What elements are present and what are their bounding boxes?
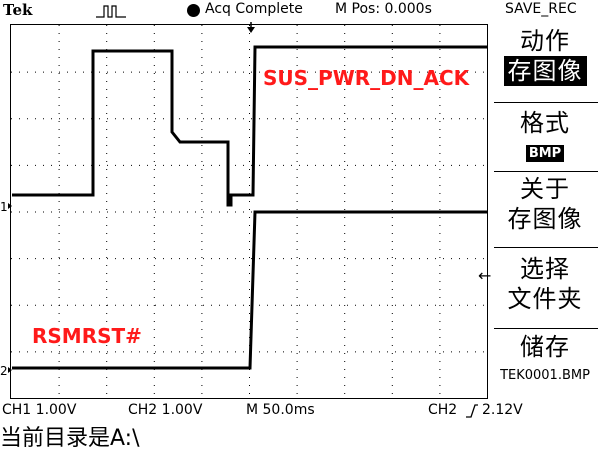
menu-divider: [494, 247, 598, 248]
current-dir-path: A:\: [110, 426, 140, 451]
ch1-scale: CH1 1.00V: [2, 402, 77, 418]
menu-select-line2: 文件夹: [507, 285, 583, 313]
waveform-display: 1 2 SUS_PWR_DN_ACK RSMRST#: [0, 22, 488, 399]
graticule-dots: [11, 25, 484, 394]
rising-edge-icon: [466, 404, 478, 418]
trigger-level: 2.12V: [482, 402, 523, 418]
run-state-icon: [187, 4, 200, 17]
ch1-signal-label: SUS_PWR_DN_ACK: [263, 66, 471, 90]
ch1-marker-arrow: [8, 203, 12, 209]
ch1-ground-marker: 1: [0, 200, 8, 214]
brand-logo: Tek: [3, 1, 33, 19]
menu-format-title: 格式: [520, 109, 570, 137]
top-status-bar: Tek Acq Complete M Pos: 0.000s SAVE_REC: [0, 0, 600, 22]
left-arrow-icon: ←: [478, 266, 492, 285]
menu-about-line2: 存图像: [507, 205, 583, 233]
ch2-scale: CH2 1.00V: [128, 402, 203, 418]
trigger-pulse-icon: [96, 5, 126, 18]
menu-save-filename: TEK0001.BMP: [500, 368, 590, 383]
trigger-position-marker: [247, 27, 255, 33]
trigger-channel: CH2: [428, 402, 458, 418]
menu-about-line1: 关于: [520, 175, 570, 203]
horizontal-position: M Pos: 0.000s: [335, 1, 432, 17]
menu-format-value: BMP: [525, 145, 565, 162]
menu-divider: [494, 328, 598, 329]
channel-status-bar: CH1 1.00V CH2 1.00V M 50.0ms CH2 2.12V: [0, 400, 600, 422]
ch2-signal-label: RSMRST#: [32, 324, 142, 348]
timebase: M 50.0ms: [246, 402, 315, 418]
menu-format-button[interactable]: 格式 BMP: [490, 108, 600, 162]
current-directory: 当前目录是A:\: [0, 420, 140, 452]
menu-divider: [494, 102, 598, 103]
menu-action-button[interactable]: 动作 存图像: [490, 26, 600, 86]
ch1-trace: [12, 45, 488, 207]
acquisition-status: Acq Complete: [205, 1, 303, 17]
current-dir-label: 当前目录是: [0, 426, 111, 451]
menu-select-folder-button[interactable]: ← 选择 文件夹: [478, 254, 600, 314]
menu-save-title: 储存: [520, 333, 570, 361]
ch2-trace: [12, 210, 488, 370]
menu-action-value: 存图像: [503, 56, 587, 86]
menu-select-line1: 选择: [520, 255, 570, 283]
menu-about-button[interactable]: 关于 存图像: [490, 174, 600, 234]
ch2-ground-marker: 2: [0, 364, 8, 378]
menu-save-button[interactable]: 储存 TEK0001.BMP: [490, 332, 600, 383]
menu-divider: [494, 171, 598, 172]
ch2-marker-arrow: [8, 367, 12, 373]
menu-action-title: 动作: [520, 27, 570, 55]
side-menu: 动作 存图像 格式 BMP 关于 存图像 ← 选择 文件夹 储存 TEK0001…: [478, 22, 600, 400]
menu-title: SAVE_REC: [505, 1, 577, 17]
